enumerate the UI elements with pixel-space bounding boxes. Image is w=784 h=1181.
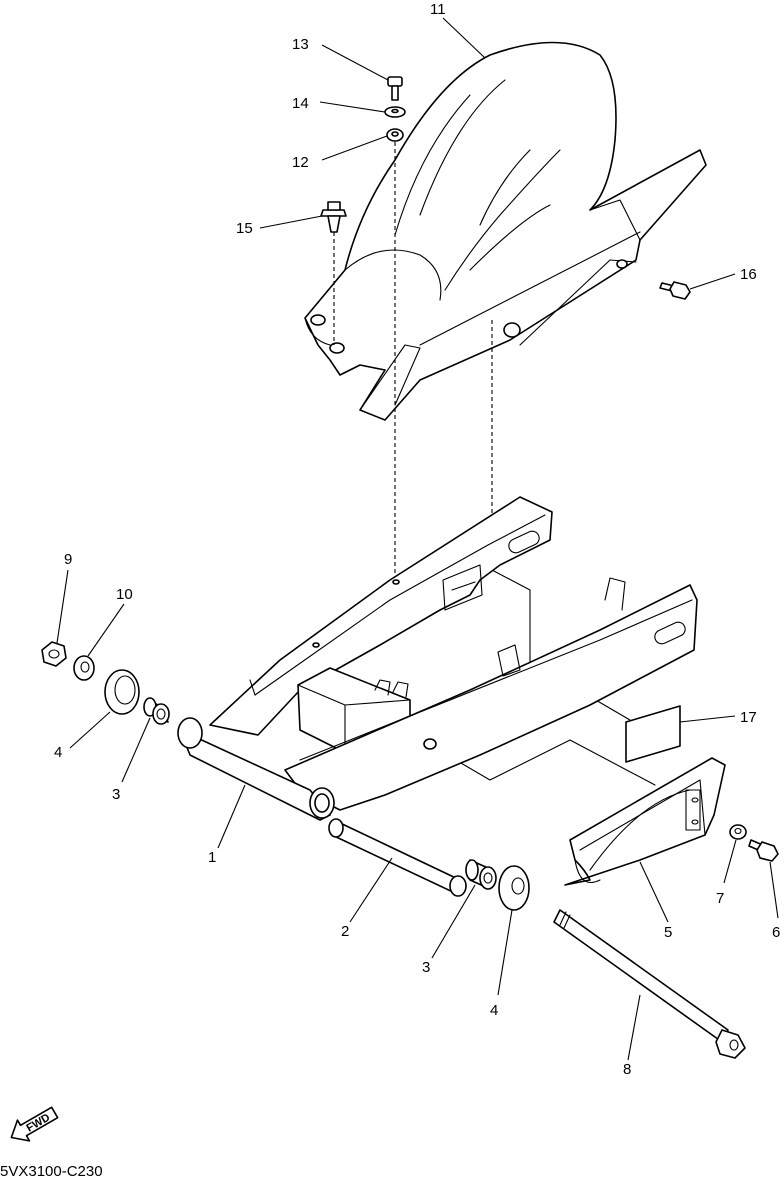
leader-8 [627, 994, 641, 1061]
collar-2 [328, 818, 467, 897]
leader-10 [87, 603, 125, 657]
bearing-right [465, 859, 497, 890]
oil-seal-right [498, 865, 530, 911]
leader-7 [723, 839, 737, 884]
callout-5: 5 [664, 924, 672, 941]
washer-7 [729, 824, 747, 840]
fender-rivet [320, 201, 347, 233]
fwd-arrow-icon: FWD [10, 1106, 59, 1142]
bearing-left [143, 697, 170, 725]
rear-fender [304, 41, 707, 421]
oil-seal-left [104, 669, 140, 715]
leader-12 [321, 135, 388, 161]
leader-13 [321, 44, 389, 81]
callout-2: 2 [341, 923, 349, 940]
callout-3a: 3 [112, 786, 120, 803]
leader-15 [259, 215, 323, 229]
callout-12: 12 [292, 154, 309, 171]
callout-13: 13 [292, 36, 309, 53]
chain-guard [564, 757, 726, 886]
align-line-4 [491, 569, 531, 666]
callout-6: 6 [772, 924, 780, 941]
swingarm [177, 496, 698, 821]
leader-14 [319, 101, 386, 113]
fwd-label: FWD [24, 1112, 52, 1135]
callout-7: 7 [716, 890, 724, 907]
leader-9 [56, 569, 69, 644]
leader-3a [121, 717, 151, 783]
leader-6 [769, 861, 779, 919]
callout-4b: 4 [490, 1002, 498, 1019]
callout-8: 8 [623, 1061, 631, 1078]
fender-collar [386, 128, 404, 142]
callout-15: 15 [236, 220, 253, 237]
fender-washer [384, 106, 406, 118]
leader-4a [69, 711, 111, 749]
callout-14: 14 [292, 95, 309, 112]
pivot-shaft [553, 909, 746, 1059]
flange-bolt-16 [659, 281, 691, 300]
washer-10 [73, 655, 95, 681]
leader-4b [497, 909, 513, 996]
callout-1: 1 [208, 849, 216, 866]
callout-16: 16 [740, 266, 757, 283]
leader-17 [679, 715, 736, 723]
callout-4a: 4 [54, 744, 62, 761]
leader-16 [689, 273, 736, 290]
pivot-nut [41, 641, 67, 667]
leader-11 [442, 17, 486, 59]
bolt-6 [748, 839, 779, 862]
leader-2 [349, 857, 393, 923]
callout-11: 11 [430, 1, 446, 18]
caution-label [625, 705, 681, 763]
callout-3b: 3 [422, 959, 430, 976]
leader-5 [639, 861, 669, 923]
fender-bolt [387, 76, 403, 101]
leader-1 [217, 784, 246, 849]
diagram-code: 5VX3100-C230 [0, 1163, 103, 1180]
callout-17: 17 [740, 709, 757, 726]
callout-10: 10 [116, 586, 133, 603]
leader-3b [431, 884, 476, 959]
callout-9: 9 [64, 551, 72, 568]
